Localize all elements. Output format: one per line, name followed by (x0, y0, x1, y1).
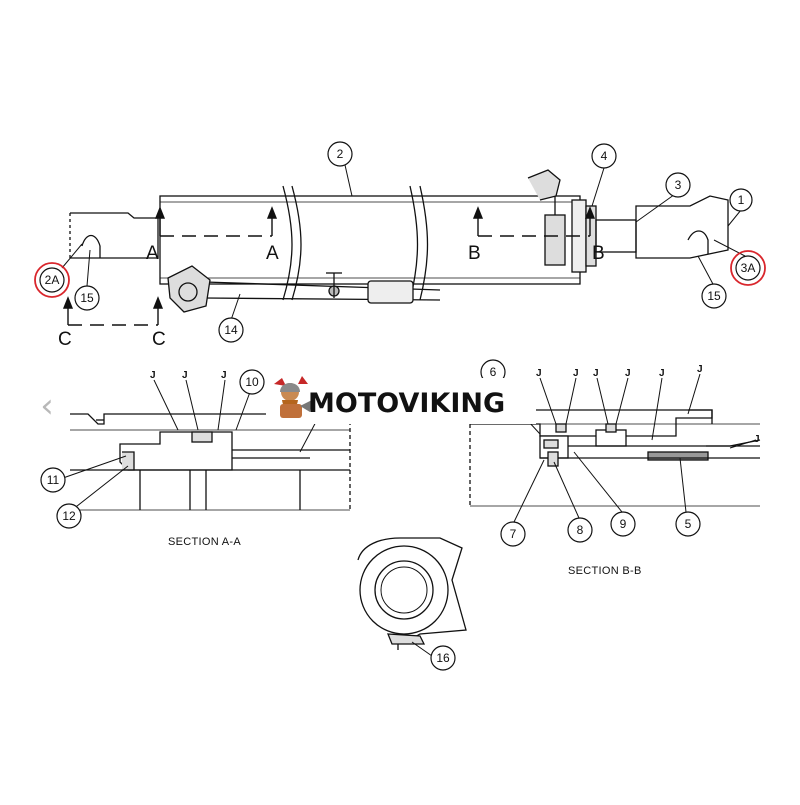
section-b-b-title: SECTION B-B (568, 565, 642, 577)
callout-14: 14 (218, 317, 244, 343)
section-letter-c-left: C (58, 329, 72, 350)
svg-text:9: 9 (620, 517, 627, 531)
svg-text:3: 3 (675, 178, 682, 192)
section-b-b-view (469, 409, 761, 507)
joint-label-b6: J (697, 364, 703, 375)
svg-text:7: 7 (510, 527, 517, 541)
callout-15-right: 15 (701, 283, 727, 309)
joint-label-a3: J (221, 370, 227, 381)
joint-label-b2: J (573, 368, 579, 379)
section-a-a-view (70, 413, 351, 511)
callout-4: 4 (591, 143, 617, 169)
leader-lines-main (61, 164, 746, 321)
callout-3a: 3A (730, 250, 766, 286)
svg-text:6: 6 (490, 365, 497, 379)
motoviking-logo-watermark: MOTOVIKING (266, 376, 536, 424)
svg-text:12: 12 (62, 509, 76, 523)
callout-10: 10 (239, 369, 265, 395)
svg-text:15: 15 (80, 291, 94, 305)
section-letter-b-right: B (592, 243, 605, 264)
svg-text:2: 2 (337, 147, 344, 161)
viking-mascot-icon (274, 376, 312, 418)
callout-5: 5 (675, 511, 701, 537)
callout-11: 11 (40, 467, 66, 493)
svg-text:4: 4 (601, 149, 608, 163)
svg-text:11: 11 (47, 473, 60, 487)
joint-label-a1: J (150, 370, 156, 381)
joint-label-a2: J (182, 370, 188, 381)
section-a-a-title: SECTION A-A (168, 536, 241, 548)
section-arrows (62, 206, 596, 325)
svg-text:10: 10 (245, 375, 259, 389)
highlight-ring-3a (730, 250, 766, 286)
svg-text:2A: 2A (45, 273, 60, 287)
svg-text:3A: 3A (741, 261, 756, 275)
svg-text:8: 8 (577, 523, 584, 537)
section-cut-lines (68, 235, 590, 326)
section-letter-a-right: A (266, 243, 279, 264)
callout-15-left: 15 (74, 285, 100, 311)
highlight-ring-2a (34, 262, 70, 298)
svg-text:5: 5 (685, 517, 692, 531)
svg-text:1: 1 (738, 193, 745, 207)
callout-8: 8 (567, 517, 593, 543)
callout-1: 1 (729, 188, 753, 212)
svg-text:14: 14 (224, 323, 238, 337)
leader-line-16 (411, 641, 433, 657)
cylinder-main-view (69, 169, 729, 313)
joint-label-b4: J (625, 368, 631, 379)
callout-9: 9 (610, 511, 636, 537)
section-letter-c-right: C (152, 329, 166, 350)
callout-2a: 2A (34, 262, 70, 298)
svg-text:15: 15 (707, 289, 721, 303)
section-letter-b-left: B (468, 243, 481, 264)
joint-label-b1: J (536, 368, 542, 379)
callout-2: 2 (327, 141, 353, 167)
joint-label-b7: J (754, 434, 760, 445)
leader-lines-section-b (493, 373, 757, 523)
previous-image-arrow-icon[interactable]: ‹ (40, 386, 54, 426)
section-letter-a-left: A (146, 243, 159, 264)
joint-label-b5: J (659, 368, 665, 379)
callout-7: 7 (500, 521, 526, 547)
callout-16: 16 (430, 645, 456, 671)
callout-3: 3 (665, 172, 691, 198)
section-c-c-view (357, 537, 467, 650)
logo-text: MOTOVIKING (308, 388, 505, 419)
joint-label-b3: J (593, 368, 599, 379)
callout-12: 12 (56, 503, 82, 529)
svg-text:16: 16 (436, 651, 450, 665)
